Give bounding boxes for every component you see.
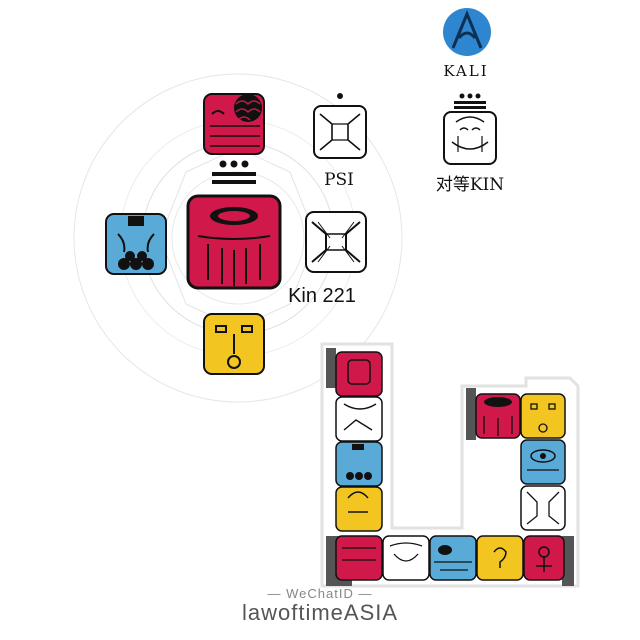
kali-label: KALI	[443, 62, 489, 80]
psi-glyph	[313, 93, 367, 159]
path-glyph-red-1	[335, 351, 383, 397]
path-glyph-red-3	[523, 535, 565, 581]
path-glyph-yellow-1	[335, 486, 383, 532]
analog-glyph-white	[305, 211, 367, 273]
equivalent-kin-label: 对等KIN	[435, 175, 505, 195]
path-glyph-blue-3	[520, 439, 566, 485]
path-glyph-blue-2	[429, 535, 477, 581]
antipode-glyph-blue	[105, 213, 167, 275]
kali-logo	[443, 8, 491, 56]
path-glyph-yellow-3	[520, 393, 566, 439]
path-glyph-yellow-2	[476, 535, 524, 581]
occult-glyph-yellow	[203, 313, 265, 375]
equivalent-kin-glyph	[443, 93, 497, 165]
wechat-id-caption: — WeChatID —	[267, 586, 373, 601]
path-glyph-white-3	[520, 485, 566, 531]
guide-glyph-red-hand	[203, 93, 265, 155]
path-glyph-white-1	[335, 396, 383, 442]
wechat-account-name: lawoftimeASIA	[241, 600, 399, 625]
path-glyph-red-2	[335, 535, 383, 581]
psi-label: PSI	[324, 170, 354, 190]
central-red-moon-glyph	[186, 194, 282, 290]
path-glyph-blue-1	[335, 441, 383, 487]
path-glyph-white-2	[382, 535, 430, 581]
path-glyph-red-4	[475, 393, 521, 439]
kin-number-label: Kin 221	[288, 285, 356, 307]
tone-mark-center	[212, 160, 256, 184]
